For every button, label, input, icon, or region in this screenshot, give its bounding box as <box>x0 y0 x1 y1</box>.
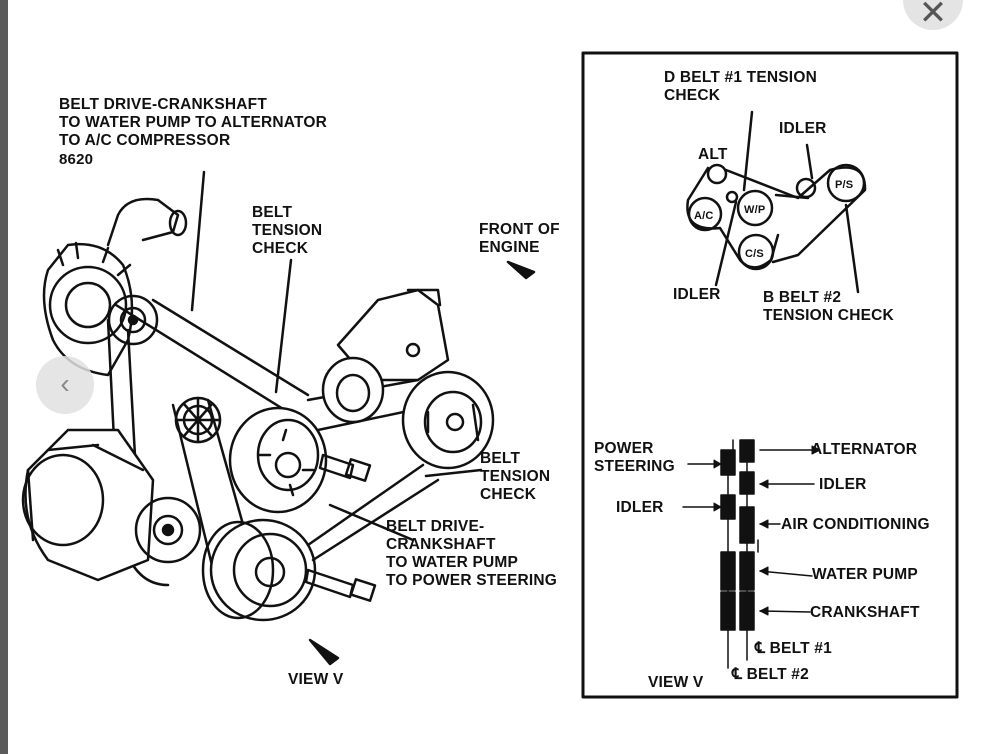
air-conditioning-label: AIR CONDITIONING <box>781 516 930 533</box>
ac-compressor-drawing <box>21 428 202 582</box>
close-button[interactable]: ✕ <box>903 0 963 30</box>
view-v-label-inset: VIEW V <box>648 674 704 691</box>
belt-upper <box>114 298 310 414</box>
previous-image-button[interactable]: ‹ <box>36 356 94 414</box>
chevron-left-icon: ‹ <box>60 368 70 399</box>
wp-pulley-label: W/P <box>744 204 766 216</box>
inset-frame <box>581 51 959 699</box>
idler-bottom-label: IDLER <box>673 286 721 303</box>
ps-pulley-label: P/S <box>835 179 854 191</box>
alt-label: ALT <box>698 146 728 163</box>
belt-tension-check-top-label: BELT TENSION CHECK <box>252 204 323 257</box>
belt-2-centerline-label: ℄ BELT #2 <box>732 666 809 683</box>
d-belt-tension-check-label: D BELT #1 TENSION CHECK <box>664 69 817 104</box>
part-number-label: 8620 <box>59 151 94 168</box>
crankshaft-label: CRANKSHAFT <box>810 604 920 621</box>
belt-drive-power-steering-label: BELT DRIVE- CRANKSHAFT TO WATER PUMP TO … <box>386 518 558 589</box>
belt-diagram-drawing <box>21 51 959 699</box>
water-pump-pulley-drawing <box>228 406 328 514</box>
belt-stack-schematic <box>720 439 755 631</box>
crankshaft-pulley-drawing <box>201 518 317 622</box>
idler-top-label: IDLER <box>779 120 827 137</box>
belt-lower <box>306 463 440 562</box>
ac-pulley-label: A/C <box>694 210 714 222</box>
close-icon: ✕ <box>918 0 948 32</box>
idler-right-label: IDLER <box>819 476 867 493</box>
b-belt-tension-check-label: B BELT #2 TENSION CHECK <box>763 289 894 324</box>
diagram-sheet: BELT DRIVE-CRANKSHAFT TO WATER PUMP TO A… <box>8 0 985 754</box>
belt-tension-check-right-label: BELT TENSION CHECK <box>480 450 551 503</box>
belt-routing-schematic <box>686 110 867 294</box>
alternator-drawing <box>42 197 188 377</box>
cs-pulley-label: C/S <box>745 248 764 260</box>
belt-1-centerline-label: ℄ BELT #1 <box>755 640 832 657</box>
front-of-engine-label: FRONT OF ENGINE <box>479 221 560 256</box>
power-steering-drawing <box>321 288 495 470</box>
view-v-label-left: VIEW V <box>288 671 344 688</box>
idler-left-label: IDLER <box>616 499 664 516</box>
power-steering-label: POWER STEERING <box>594 440 675 475</box>
belt-drive-alternator-label: BELT DRIVE-CRANKSHAFT TO WATER PUMP TO A… <box>59 96 328 149</box>
alternator-label: ALTERNATOR <box>811 441 918 458</box>
water-pump-label: WATER PUMP <box>812 566 918 583</box>
